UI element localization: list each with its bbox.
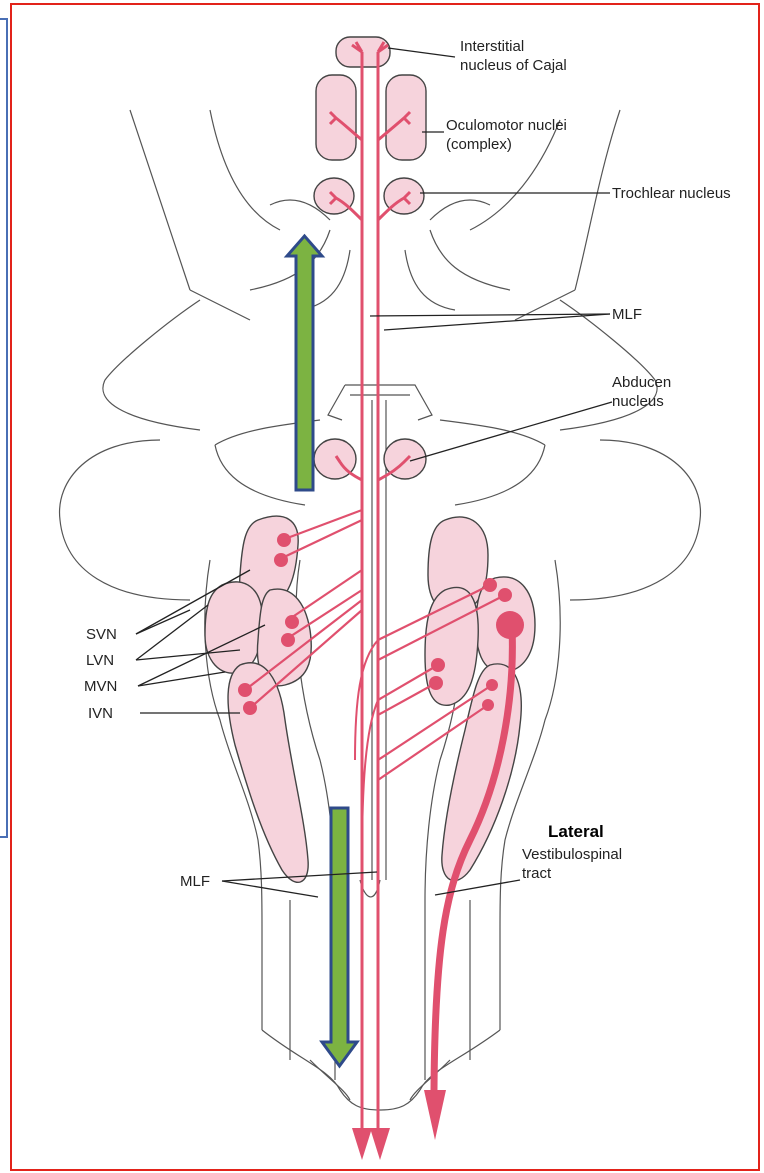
label-mvn: MVN <box>84 678 117 695</box>
label-lateral: Lateral <box>548 822 604 841</box>
nuclei <box>205 37 535 882</box>
tract-arrowheads <box>352 1090 446 1160</box>
label-vst-line1: Vestibulospinal <box>522 846 622 863</box>
label-cajal-line1: Interstitial <box>460 38 524 55</box>
label-svn: SVN <box>86 626 117 643</box>
label-trochlear: Trochlear nucleus <box>612 185 731 202</box>
brainstem-outline <box>60 110 701 1110</box>
label-abducen-line1: Abducen <box>612 374 671 391</box>
label-mlf-bottom: MLF <box>180 873 210 890</box>
label-abducen-line2: nucleus <box>612 393 664 410</box>
ivn-left <box>228 663 308 883</box>
label-oculomotor-line2: (complex) <box>446 136 512 153</box>
label-lvn: LVN <box>86 652 114 669</box>
leader-lines <box>136 48 612 897</box>
label-cajal-line2: nucleus of Cajal <box>460 57 567 74</box>
label-oculomotor-line1: Oculomotor nuclei <box>446 117 567 134</box>
descending-arrow <box>322 808 357 1066</box>
label-ivn: IVN <box>88 705 113 722</box>
lvn-left <box>205 582 262 673</box>
label-mlf-top: MLF <box>612 306 642 323</box>
label-vst-line2: tract <box>522 865 552 882</box>
